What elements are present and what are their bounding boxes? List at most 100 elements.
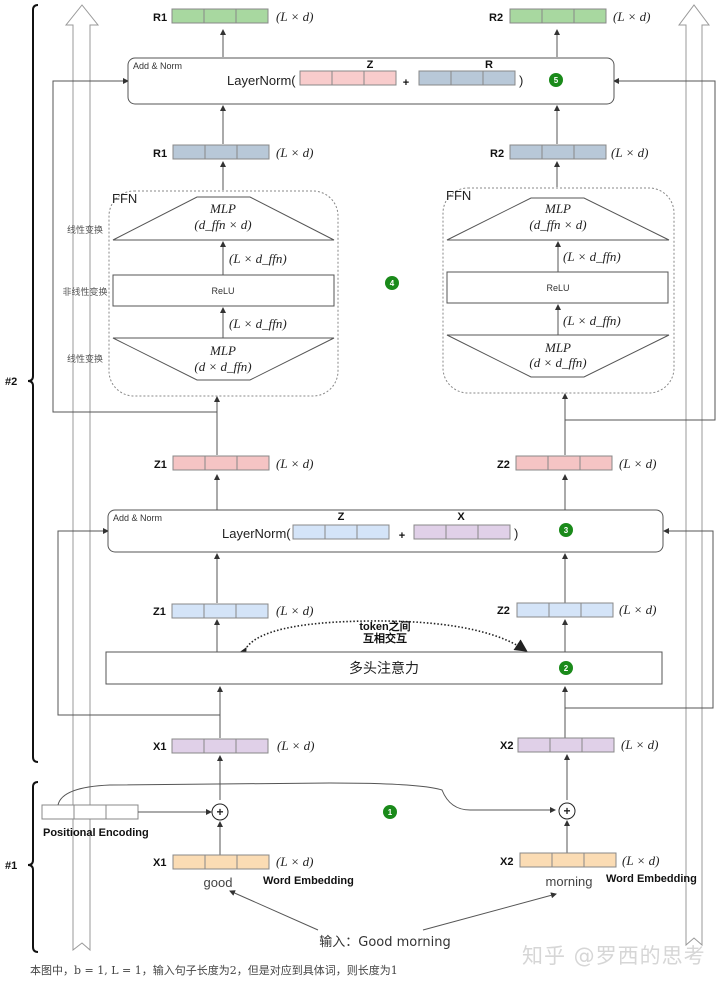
vector-cells xyxy=(299,70,397,86)
caption: 本图中，b = 1, L = 1，输入句子长度为2，但是对应到具体词，则长度为1 xyxy=(30,964,398,977)
side-label-nonlinear: 非线性变换 xyxy=(62,286,107,298)
vector-label: R1 xyxy=(153,148,167,160)
vector-cell xyxy=(541,8,575,24)
vector-cell xyxy=(477,524,511,540)
vector-cell xyxy=(573,8,607,24)
badge-3: 3 xyxy=(559,523,573,537)
vector-cell xyxy=(450,70,484,86)
vector-cell xyxy=(548,602,582,618)
vector-cells xyxy=(509,144,607,160)
side-label-linear: 线性变换 xyxy=(67,353,103,365)
positional-encoding: Positional Encoding xyxy=(41,804,149,839)
operand-label: R xyxy=(485,59,493,71)
word-embedding-label: Word Embedding xyxy=(606,873,697,885)
dim-label: (L × d) xyxy=(619,602,656,617)
word-embedding-label: Word Embedding xyxy=(263,875,354,887)
mlp-label: MLP xyxy=(209,201,236,216)
vector-cell xyxy=(356,524,390,540)
mlp-label: MLP xyxy=(544,201,571,216)
box-title: Add & Norm xyxy=(133,61,182,71)
plus-sign: + xyxy=(403,77,409,89)
layer3-add-norm-box: Add & Norm LayerNorm( Z + X ) 3 xyxy=(107,509,664,553)
vector-cell xyxy=(579,455,613,471)
big-hollow-arrow-left xyxy=(64,4,100,952)
vector-cell xyxy=(519,852,553,868)
plus-sign: + xyxy=(399,530,405,542)
ffn-block-right: FFN MLP (d_ffn × d) (L × d_ffn) ReLU (L … xyxy=(442,161,675,394)
word-token: morning xyxy=(546,874,593,889)
vector-cell xyxy=(549,737,583,753)
dim-label: (L × d) xyxy=(276,854,313,869)
dim-label: (L × d_ffn) xyxy=(563,313,621,328)
mlp-shape: (d × d_ffn) xyxy=(529,355,586,370)
mlp-shape: (d_ffn × d) xyxy=(194,217,251,232)
vector-cell xyxy=(172,455,206,471)
word-token: good xyxy=(204,875,233,890)
vector-cell xyxy=(581,737,615,753)
vector-cell xyxy=(580,602,614,618)
badge-5: 5 xyxy=(549,73,563,87)
dim-label: (L × d_ffn) xyxy=(229,251,287,266)
vector-label: Z1 xyxy=(154,459,167,471)
layer3-output-z2: Z2 (L × d) xyxy=(497,455,656,471)
relu-label: ReLU xyxy=(546,283,569,293)
mlp-label: MLP xyxy=(544,340,571,355)
layer5-add-norm-box: Add & Norm LayerNorm( Z + R ) 5 xyxy=(127,57,615,105)
dim-label: (L × d) xyxy=(276,145,313,160)
vector-cell xyxy=(413,524,447,540)
vector-cell xyxy=(73,804,107,820)
vector-cell xyxy=(363,70,397,86)
vector-cell xyxy=(203,603,237,619)
svg-text:+: + xyxy=(563,804,570,818)
vector-cells xyxy=(519,852,617,868)
dim-label: (L × d) xyxy=(276,603,313,618)
dim-label: (L × d_ffn) xyxy=(563,249,621,264)
attention-title: 多头注意力 xyxy=(349,660,419,677)
word-embedding-x1: X1 (L × d) good Word Embedding xyxy=(153,854,354,890)
svg-text:+: + xyxy=(216,805,223,819)
box-title: Add & Norm xyxy=(113,513,162,523)
svg-text:3: 3 xyxy=(564,526,569,535)
operand-label: Z xyxy=(338,511,345,523)
relu-label: ReLU xyxy=(211,286,234,296)
vector-cells xyxy=(413,524,511,540)
vector-cells xyxy=(515,455,613,471)
layer5-output-r1: R1 (L × d) xyxy=(153,8,313,24)
watermark: 知乎 @罗西的思考 xyxy=(522,944,706,968)
vector-cells xyxy=(172,144,270,160)
vector-cell xyxy=(541,144,575,160)
token-interaction-label: 互相交互 xyxy=(363,631,407,645)
operand-label: Z xyxy=(367,59,374,71)
ffn-output-r2: R2 (L × d) xyxy=(490,144,648,160)
ffn-title: FFN xyxy=(446,188,471,203)
vector-label: Z2 xyxy=(497,459,510,471)
vector-cell xyxy=(105,804,139,820)
svg-text:4: 4 xyxy=(390,279,395,288)
svg-text:5: 5 xyxy=(554,76,559,85)
vector-label: X2 xyxy=(500,740,513,752)
attention-output-z2: Z2 (L × d) xyxy=(497,602,656,618)
input-sentence: 输入：Good morning xyxy=(319,934,450,950)
vector-cells xyxy=(517,737,615,753)
positional-encoding-curve xyxy=(57,782,556,813)
vector-cells xyxy=(418,70,516,86)
vector-label: Z2 xyxy=(497,605,510,617)
dim-label: (L × d) xyxy=(276,456,313,471)
ffn-output-r1: R1 (L × d) xyxy=(153,144,313,160)
attention-input-x1: X1 (L × d) xyxy=(153,738,314,754)
mlp-shape: (d_ffn × d) xyxy=(529,217,586,232)
paren-close: ) xyxy=(519,73,523,88)
layer3-output-z1: Z1 (L × d) xyxy=(154,455,313,471)
vector-cell xyxy=(172,854,206,870)
positional-encoding-label: Positional Encoding xyxy=(43,827,149,839)
svg-text:2: 2 xyxy=(564,664,569,673)
dim-label: (L × d) xyxy=(276,9,313,24)
vector-cells xyxy=(172,455,270,471)
vector-cell xyxy=(331,70,365,86)
vector-label: R2 xyxy=(489,12,503,24)
vector-cell xyxy=(551,852,585,868)
vector-cell xyxy=(203,738,237,754)
vector-cell xyxy=(204,854,238,870)
vector-cell xyxy=(292,524,326,540)
vector-cell xyxy=(515,455,549,471)
